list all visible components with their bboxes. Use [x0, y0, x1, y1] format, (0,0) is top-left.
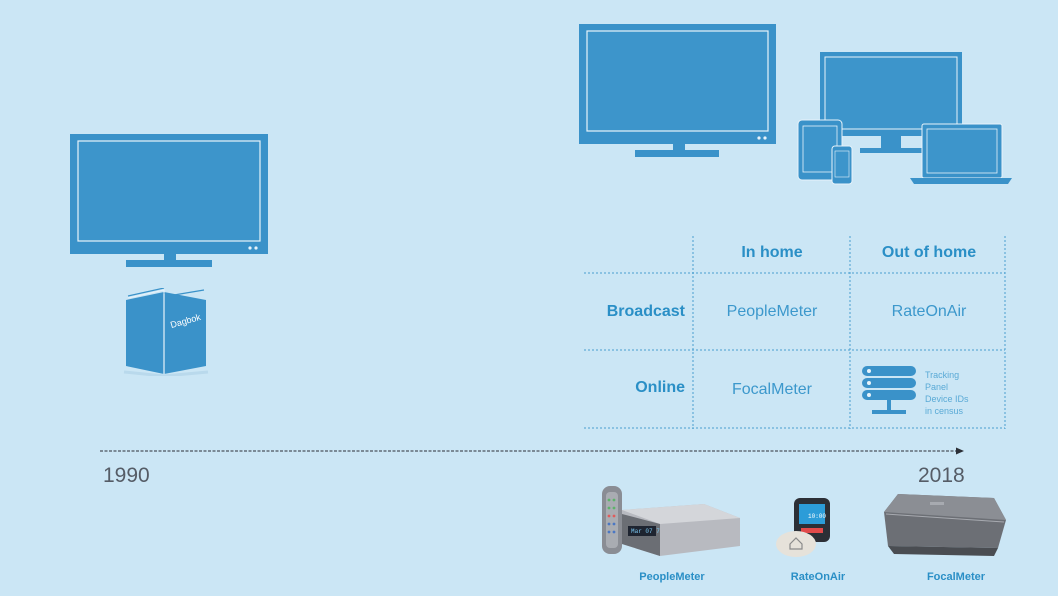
- tracking-line-3: Device IDs: [925, 394, 969, 404]
- cell-broadcast-out-of-home: RateOnAir: [891, 303, 967, 320]
- device-label-focalmeter: FocalMeter: [926, 571, 986, 583]
- timeline-arrow-icon: [100, 447, 964, 455]
- tracking-line-1: Tracking: [925, 370, 960, 380]
- tracking-text: Tracking Panel Device IDs in census: [925, 369, 1005, 417]
- rateonair-screen-text: 10:00: [808, 513, 827, 520]
- timeline-start-year: 1990: [103, 464, 150, 487]
- col-header-in-home: In home: [741, 244, 803, 261]
- device-label-peoplemeter: PeopleMeter: [639, 571, 705, 583]
- rateonair-device-image: [776, 498, 830, 557]
- tv-1990-icon: [70, 134, 268, 267]
- tv-2018-icon: [579, 24, 776, 157]
- row-label-online: Online: [635, 379, 685, 396]
- multi-screen-icon: [797, 52, 1012, 185]
- row-label-broadcast: Broadcast: [606, 303, 685, 320]
- col-header-out-of-home: Out of home: [881, 244, 977, 261]
- server-icon: [862, 366, 916, 414]
- cell-broadcast-in-home: PeopleMeter: [726, 303, 818, 320]
- peoplemeter-device-image: [602, 486, 740, 556]
- diary-book-icon: Dagbok: [120, 288, 212, 376]
- tracking-line-4: in census: [925, 406, 964, 416]
- device-label-rateonair: RateOnAir: [790, 571, 846, 583]
- table-grid: [584, 236, 1006, 429]
- peoplemeter-screen-text: Mar 07 7: [631, 528, 660, 535]
- focalmeter-device-image: [884, 494, 1006, 556]
- tracking-line-2: Panel: [925, 382, 949, 392]
- timeline-end-year: 2018: [918, 464, 965, 487]
- cell-online-in-home: FocalMeter: [731, 381, 813, 398]
